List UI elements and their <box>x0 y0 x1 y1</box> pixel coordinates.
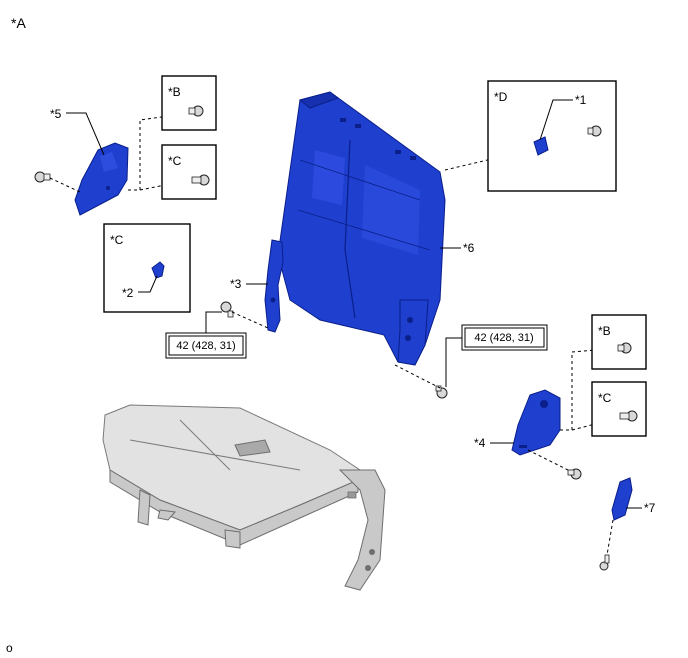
bolt-part-6-mount <box>435 385 448 399</box>
view-label: *A <box>11 15 26 31</box>
inset-label-b: *B <box>598 324 611 338</box>
callout-part-2: *2 <box>122 286 134 300</box>
hinge-cover-part-4 <box>511 389 561 456</box>
inset-label-b: *B <box>168 85 181 99</box>
bolt-part-4-mount <box>567 468 582 480</box>
seatback-frame-part-6 <box>277 91 446 366</box>
figure-code: o <box>6 641 13 655</box>
callout-part-5: *5 <box>50 107 62 121</box>
bolt-part-3-mount <box>220 301 234 318</box>
callout-part-4: *4 <box>474 436 486 450</box>
dash-line-3-to-bolt <box>231 311 269 329</box>
inset-label-c: *C <box>110 233 124 247</box>
bolt-left-of-part-5 <box>34 171 51 183</box>
hinge-bracket-part-3 <box>264 239 284 333</box>
inset-box-right-c: *C <box>591 381 647 437</box>
dash-line-4-to-insets <box>560 347 619 431</box>
callout-part-6: *6 <box>463 241 475 255</box>
dash-line-6-to-bolt <box>394 364 441 389</box>
callout-part-3: *3 <box>230 277 242 291</box>
callout-part-1: *1 <box>575 93 587 107</box>
inset-label-c: *C <box>598 391 612 405</box>
inset-box-top-left-c: *C <box>161 144 217 200</box>
inset-box-mid-left-c: *C <box>103 223 191 313</box>
inset-box-top-right-d: *D <box>487 80 617 192</box>
inset-box-top-left-b: *B <box>161 75 217 131</box>
dash-line-5-to-bolt <box>49 177 81 193</box>
inset-label-c: *C <box>168 154 182 168</box>
release-handle-part-7 <box>611 477 633 521</box>
dash-line-4-to-bolt <box>527 449 569 471</box>
leader-part-1 <box>539 99 573 141</box>
torque-spec-left: 42 (428, 31) <box>165 311 247 359</box>
torque-value-right: 42 (428, 31) <box>474 332 533 344</box>
torque-value-left: 42 (428, 31) <box>176 340 235 352</box>
screw-part-7 <box>599 554 610 571</box>
callout-part-7: *7 <box>644 501 656 515</box>
hinge-cover-part-5 <box>74 142 129 216</box>
leader-part-5 <box>66 112 105 156</box>
torque-spec-right: 42 (428, 31) <box>445 324 548 387</box>
inset-box-right-b: *B <box>591 314 647 370</box>
leader-part-2 <box>138 275 158 293</box>
seat-cushion-assembly <box>102 404 386 591</box>
dash-line-7-to-screw <box>606 519 614 556</box>
inset-label-d: *D <box>494 90 508 104</box>
